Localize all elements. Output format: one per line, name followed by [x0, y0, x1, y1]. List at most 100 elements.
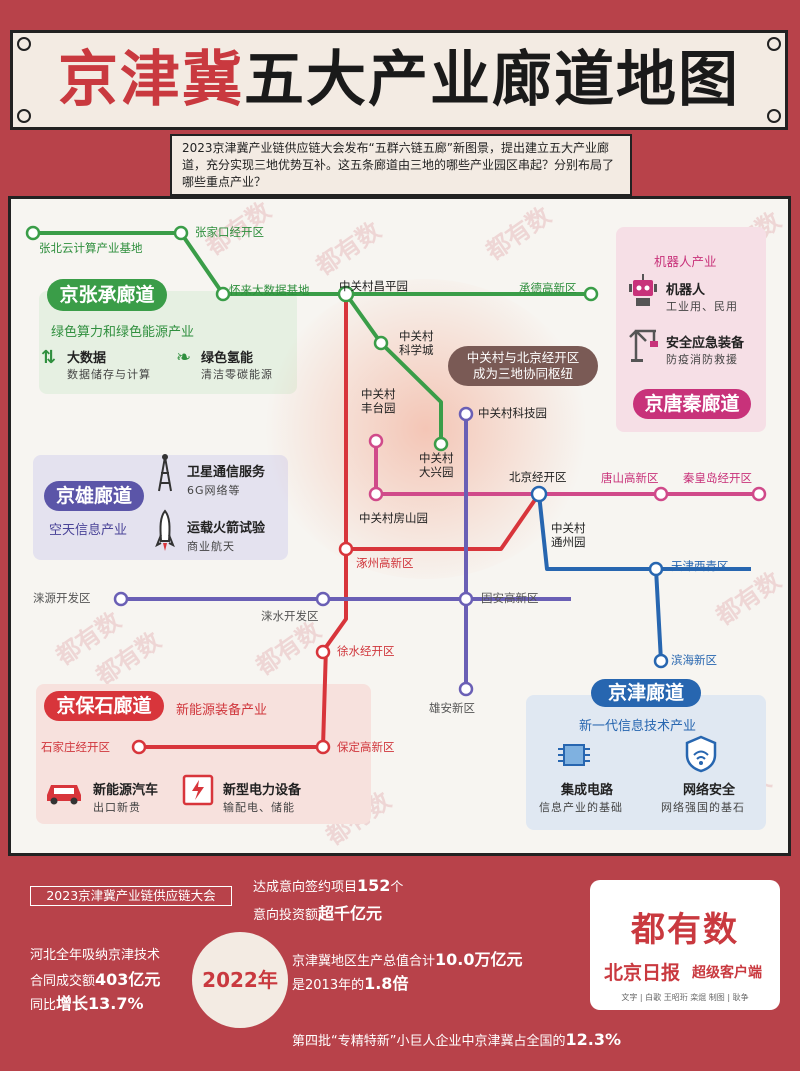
corridor-tag-xiong: 京雄廊道 [44, 481, 144, 511]
stat-bottom: 第四批“专精特新”小巨人企业中京津冀占全国的12.3% [292, 1030, 621, 1049]
power-device-icon [182, 774, 214, 806]
page-title: 京津冀五大产业廊道地图 [13, 43, 785, 117]
item-desc: 信息产业的基础 [539, 801, 623, 814]
station-huailai: 怀来大数据基地 [229, 283, 310, 297]
leaf-icon: ❧ [176, 347, 192, 368]
stat-text: 个 [390, 880, 404, 895]
title-black-part: 五大产业廊道地图 [244, 45, 740, 115]
station-fangshan: 中关村房山园 [359, 511, 428, 525]
item-title: 安全应急装备 [666, 336, 745, 351]
stat-signing: 达成意向签约项目152个 [253, 876, 403, 895]
station-tangshan: 唐山高新区 [601, 471, 659, 485]
stat-text: 合同成交额 [30, 974, 96, 989]
title-card: 京津冀五大产业廊道地图 [10, 30, 788, 130]
station-xushui: 徐水经开区 [337, 644, 395, 658]
stat-right-2: 是2013年的1.8倍 [292, 970, 408, 994]
conference-label: 2023京津冀产业链供应链大会 [30, 886, 232, 906]
stat-number: 12.3% [565, 1030, 621, 1049]
corridor-tag-baoshi: 京保石廊道 [44, 691, 164, 721]
item-title: 集成电路 [561, 783, 614, 798]
station-changping: 中关村昌平园 [339, 279, 408, 293]
item-title: 新型电力设备 [223, 783, 302, 798]
item-desc: 输配电、储能 [223, 801, 295, 814]
item-title: 网络安全 [683, 783, 736, 798]
item-title: 新能源汽车 [93, 783, 159, 798]
hub-note: 中关村与北京经开区 成为三地协同枢纽 [448, 346, 598, 386]
item-desc: 防疫消防救援 [666, 353, 738, 366]
item-title: 卫星通信服务 [187, 465, 266, 480]
station-kexuecheng: 中关村 科学城 [399, 329, 434, 357]
stat-left-3: 同比增长13.7% [30, 990, 144, 1014]
station-tongzhou: 中关村 通州园 [551, 521, 586, 549]
item-desc: 出口新贵 [93, 801, 141, 814]
robot-icon [629, 274, 657, 306]
stat-text: 达成意向签约项目 [253, 880, 358, 895]
stat-text: 意向投资额 [253, 908, 319, 923]
stat-number: 403亿元 [95, 970, 161, 989]
stat-number: 1.8倍 [364, 974, 409, 993]
item-title: 绿色氢能 [201, 351, 254, 366]
stat-left-1: 河北全年吸纳京津技术 [30, 948, 161, 963]
tangqin-industry: 机器人产业 [654, 254, 717, 269]
jinjin-industry: 新一代信息技术产业 [579, 719, 697, 734]
station-guan: 固安高新区 [481, 591, 539, 605]
station-qinhuangdao: 秦皇岛经开区 [683, 471, 752, 485]
metro-lines [25, 225, 767, 755]
station-binhai: 滨海新区 [671, 653, 717, 667]
updown-arrows-icon: ⇅ [41, 347, 57, 368]
hub-glow [261, 279, 591, 579]
baoshi-industry: 新能源装备产业 [176, 703, 268, 718]
station-zhangbei: 张北云计算产业基地 [39, 241, 143, 255]
station-keji: 中关村科技园 [478, 406, 547, 420]
item-desc: 商业航天 [187, 540, 235, 553]
brand-logo: 都有数 [631, 910, 739, 950]
item-desc: 网络强国的基石 [661, 801, 745, 814]
intro-text: 2023京津冀产业链供应链大会发布“五群六链五廊”新图景，提出建立五大产业廊道，… [170, 134, 632, 196]
rocket-icon [155, 509, 175, 551]
brand-credits: 文字 | 白歌 王昭珩 栾焜 制图 | 耿争 [621, 993, 749, 1002]
blue-line [537, 493, 663, 662]
station-lishui: 涞水开发区 [261, 609, 319, 623]
corridor-tag-jinjin: 京津廊道 [591, 679, 701, 707]
brand-client: 超级客户端 [692, 965, 762, 981]
stat-number: 增长13.7% [56, 994, 144, 1013]
stat-text: 是2013年的 [292, 978, 365, 993]
red-branch [346, 492, 541, 551]
corridor-tag-zhangcheng: 京张承廊道 [47, 279, 167, 311]
map-card: 都有数 都有数 都有数 都有数 都有数 都有数 都有数 都有数 都有数 都有数 [8, 196, 791, 856]
stat-number: 10.0万亿元 [435, 950, 523, 969]
station-tianjin-xq: 天津西青区 [671, 559, 729, 573]
stat-text: 京津冀地区生产总值合计 [292, 954, 436, 969]
station-fengtai: 中关村 丰台园 [361, 387, 396, 415]
item-title: 运载火箭试验 [187, 521, 266, 536]
item-desc: 清洁零碳能源 [201, 368, 273, 381]
stat-investment: 意向投资额超千亿元 [253, 900, 382, 924]
item-title: 机器人 [666, 283, 706, 298]
item-desc: 6G网络等 [187, 484, 241, 497]
item-desc: 工业用、民用 [666, 300, 738, 313]
network-security-icon [685, 735, 717, 773]
brand-paper: 北京日报 [604, 962, 681, 984]
red-line [139, 294, 348, 749]
corridor-tag-tangqin: 京唐秦廊道 [633, 389, 751, 419]
station-daxing: 中关村 大兴园 [419, 451, 454, 479]
chip-icon [558, 744, 590, 766]
station-beijing-jk: 北京经开区 [509, 470, 567, 484]
zhangcheng-industry: 绿色算力和绿色能源产业 [51, 325, 195, 340]
green-branch [344, 292, 443, 444]
stat-number: 152 [357, 876, 391, 895]
year-badge: 2022年 [192, 932, 288, 1028]
car-icon [47, 785, 81, 805]
station-baoding: 保定高新区 [337, 740, 395, 754]
satellite-tower-icon [158, 454, 172, 492]
station-shijiazhuang: 石家庄经开区 [41, 740, 110, 754]
brand-card: 都有数 北京日报 超级客户端 文字 | 白歌 王昭珩 栾焜 制图 | 耿争 [590, 880, 780, 1010]
stat-text: 同比 [30, 998, 57, 1013]
station-xiongan: 雄安新区 [429, 701, 475, 715]
stat-text: 第四批“专精特新”小巨人企业中京津冀占全国的 [292, 1034, 566, 1049]
station-chengde: 承德高新区 [519, 281, 577, 295]
stat-right-1: 京津冀地区生产总值合计10.0万亿元 [292, 946, 523, 970]
stat-number: 超千亿元 [318, 904, 383, 923]
xiong-industry: 空天信息产业 [49, 523, 128, 538]
pink-line [374, 441, 759, 496]
